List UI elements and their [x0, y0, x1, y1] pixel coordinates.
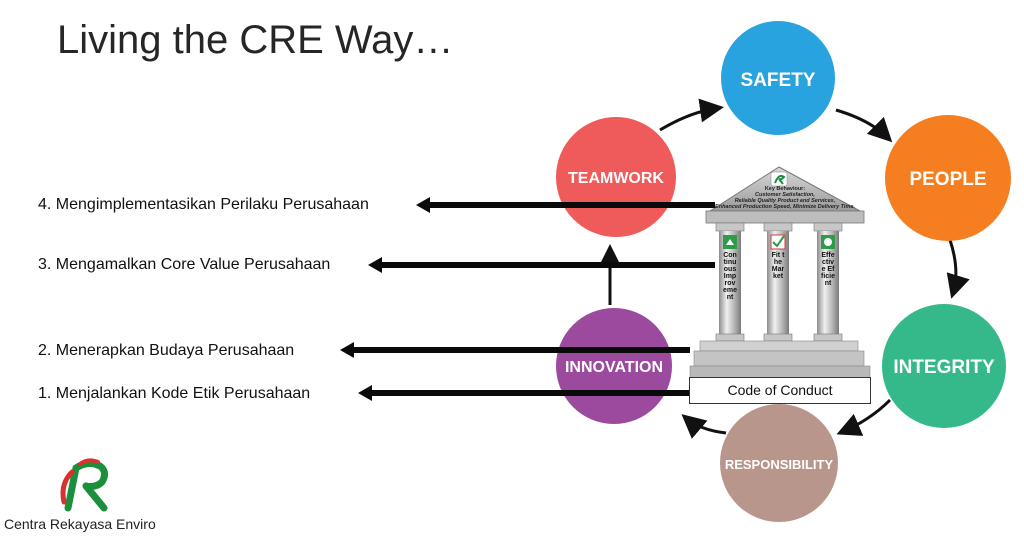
innovation-label: INNOVATION	[565, 359, 663, 376]
temple-illustration: Key Behaviour: Customer Satisfaction, Re…	[689, 166, 871, 379]
value-circle-teamwork: TEAMWORK	[556, 117, 676, 237]
pillar-label-2: Fit the Market	[771, 252, 785, 280]
teamwork-label: TEAMWORK	[568, 170, 664, 187]
responsibility-label: RESPONSIBILITY	[725, 457, 834, 472]
value-circle-safety: SAFETY	[721, 21, 835, 135]
arrow-people-to-integrity	[946, 239, 970, 299]
code-of-conduct-box: Code of Conduct	[689, 377, 871, 404]
pillar-label-3: Effective Efficient	[821, 252, 836, 287]
temple-base-middle	[693, 350, 865, 367]
step-1-text: 1. Menjalankan Kode Etik Perusahaan	[38, 385, 311, 402]
company-name: Centra Rekayasa Enviro	[4, 516, 156, 532]
temple-pillar-2	[763, 222, 793, 342]
page-title: Living the CRE Way…	[57, 18, 454, 62]
step-3-text: 3. Mengamalkan Core Value Perusahaan	[38, 256, 331, 273]
arrow-step-3	[368, 257, 715, 273]
temple-logo-icon	[770, 171, 788, 187]
people-label: PEOPLE	[909, 169, 986, 190]
arrow-safety-to-people	[835, 108, 893, 143]
value-circle-responsibility: RESPONSIBILITY	[720, 404, 838, 522]
step-4-text: 4. Mengimplementasikan Perilaku Perusaha…	[38, 196, 369, 213]
arrow-teamwork-to-safety	[659, 98, 724, 132]
integrity-label: INTEGRITY	[893, 357, 995, 378]
cycle-arrows	[598, 98, 970, 439]
temple-pillar-3	[813, 222, 843, 342]
step-arrows	[340, 197, 715, 401]
cre-logo-icon	[60, 458, 109, 512]
arrow-responsibility-to-innovation	[681, 414, 727, 439]
key-behaviour-line-1: Customer Satisfaction,	[755, 192, 815, 198]
arrow-integrity-to-responsibility	[836, 398, 892, 436]
arrow-step-2	[340, 342, 690, 358]
key-behaviour-line-3: Enhanced Production Speed, Minimize Deli…	[715, 204, 855, 210]
key-behaviour-heading: Key Behaviour:	[765, 186, 806, 192]
value-circle-integrity: INTEGRITY	[882, 304, 1006, 428]
temple-base-top	[699, 340, 859, 352]
value-circle-people: PEOPLE	[885, 115, 1011, 241]
step-2-text: 2. Menerapkan Budaya Perusahaan	[38, 342, 295, 359]
safety-label: SAFETY	[741, 70, 816, 91]
value-circle-innovation: INNOVATION	[556, 308, 672, 424]
temple-pillar-1	[715, 222, 745, 342]
arrow-step-4	[416, 197, 715, 213]
pillar-label-1: Continuous Improvement	[723, 252, 738, 301]
key-behaviour-line-2: Reliable Quality Product and Services,	[735, 198, 836, 204]
arrow-step-1	[358, 385, 690, 401]
